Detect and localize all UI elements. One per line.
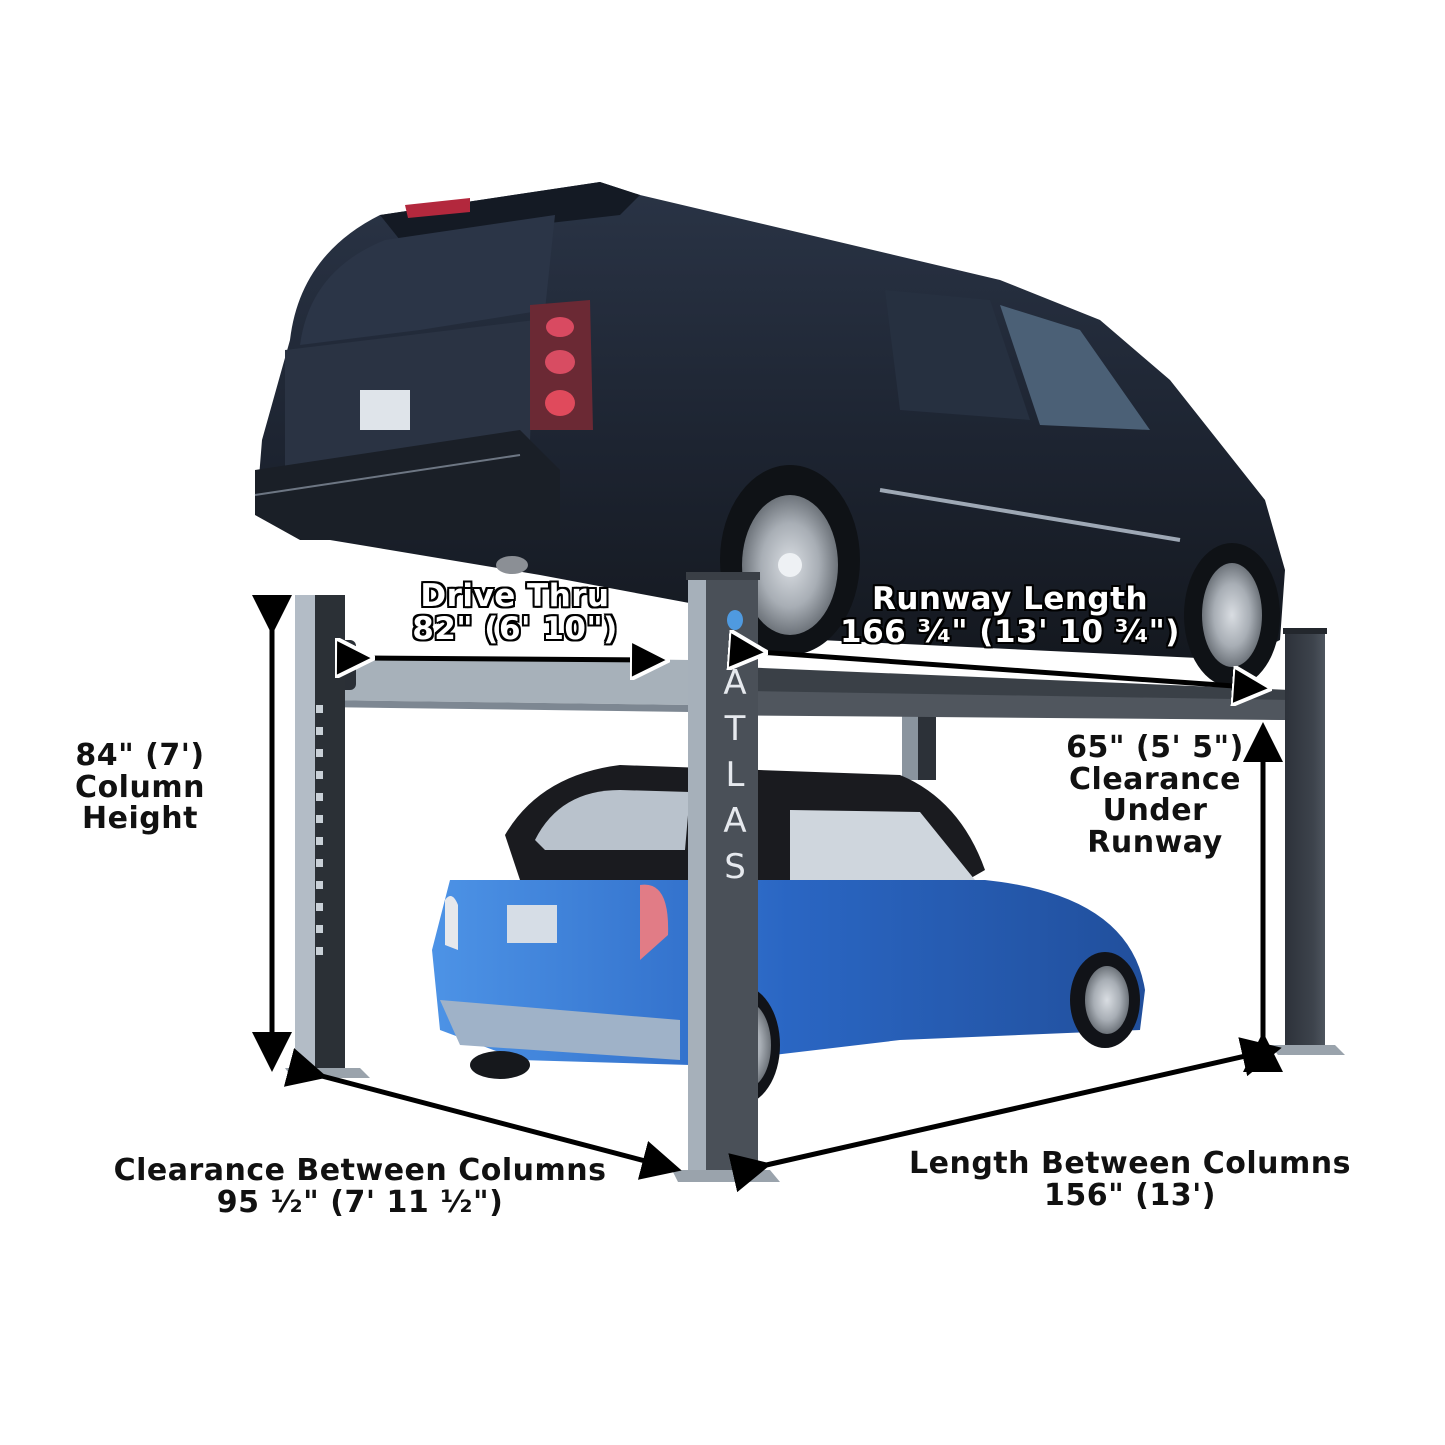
brand-letter: S — [724, 847, 746, 887]
drive-thru-title: Drive Thru — [420, 578, 610, 614]
clearance-under-runway-value: 65" (5' 5") — [1066, 730, 1244, 765]
rear-crossbeam — [316, 640, 690, 712]
brand-letter: A — [723, 801, 747, 841]
clearance-between-columns-arrow — [283, 1048, 682, 1180]
lower-compact-car — [432, 765, 1145, 1105]
column-height-line2: Column — [75, 769, 205, 805]
clearance-under-runway-label: 65" (5' 5") Clearance Under Runway — [1050, 732, 1260, 858]
drive-thru-arrow — [365, 658, 660, 660]
column-height-line3: Height — [82, 801, 198, 836]
length-between-columns-label: Length Between Columns 156" (13') — [895, 1148, 1365, 1211]
dimension-arrows — [252, 595, 1283, 1193]
runway-length-label: Runway Length 166 ³⁄₄" (13' 10 ³⁄₄") — [800, 583, 1220, 648]
runway-length-value: 166 ³⁄₄" (13' 10 ³⁄₄") — [840, 613, 1180, 650]
clearance-under-runway-line2: Clearance — [1069, 761, 1241, 797]
front-right-column — [1270, 628, 1345, 1055]
length-between-columns-value: 156" (13') — [1043, 1177, 1217, 1213]
length-between-columns-arrow — [728, 1037, 1282, 1193]
column-height-value: 84" (7') — [75, 738, 205, 773]
column-height-label: 84" (7') Column Height — [55, 740, 225, 835]
atlas-brand-column-text: A T L A S — [718, 660, 752, 890]
drive-thru-label: Drive Thru 82" (6' 10") — [385, 580, 645, 645]
clearance-between-columns-value: 95 ¹⁄₂" (7' 11 ¹⁄₂") — [216, 1184, 504, 1220]
brand-letter: A — [723, 663, 747, 703]
column-indicator-light — [727, 610, 743, 630]
brand-letter: L — [725, 755, 745, 795]
brand-letter: T — [724, 709, 746, 749]
runway-length-title: Runway Length — [871, 581, 1149, 617]
clearance-under-runway-line4: Runway — [1087, 824, 1223, 860]
length-between-columns-title: Length Between Columns — [909, 1146, 1351, 1181]
clearance-under-runway-line3: Under — [1102, 793, 1208, 828]
drive-thru-value: 82" (6' 10") — [412, 610, 618, 647]
runway — [690, 665, 1290, 720]
runway-length-arrow — [758, 652, 1262, 688]
clearance-between-columns-title: Clearance Between Columns — [113, 1153, 607, 1188]
upper-suv — [254, 182, 1285, 687]
clearance-between-columns-label: Clearance Between Columns 95 ¹⁄₂" (7' 11… — [95, 1155, 625, 1218]
